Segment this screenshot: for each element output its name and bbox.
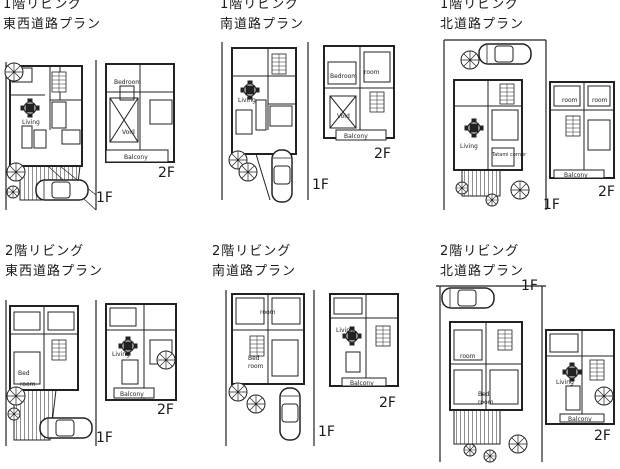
room-label: Balcony <box>564 172 588 179</box>
caption-line2: 東西道路プラン <box>5 264 104 279</box>
room-label: room <box>260 309 276 316</box>
room-label: Living <box>112 351 130 358</box>
room-label: Living <box>238 97 256 104</box>
floor-label-1f: 1F <box>96 430 113 446</box>
room-label: room <box>592 97 608 104</box>
room-label: Tatami corner <box>491 152 527 158</box>
room-label: Void <box>337 113 350 120</box>
caption-2f-eastwest: 2階リビング 東西道路プラン <box>5 242 103 282</box>
floor-label-2f: 2F <box>379 395 396 411</box>
plan-2f-north: room Bed room Living Balcony <box>436 285 615 463</box>
room-label: Balcony <box>568 416 592 423</box>
floor-label-2f: 2F <box>594 428 611 444</box>
room-label: Living <box>336 327 354 334</box>
floor-label-1f: 1F <box>543 197 560 213</box>
room-label: room <box>562 97 578 104</box>
floor-label-1f: 1F <box>96 190 113 206</box>
room-label: room <box>248 363 264 370</box>
caption-1f-south: 1階リビング 南道路プラン <box>220 0 304 35</box>
plan-1f-north: Living Tatami corner room room Balcony <box>443 39 615 210</box>
room-label: room <box>478 399 494 406</box>
caption-1f-north: 1階リビング 北道路プラン <box>440 0 524 35</box>
caption-1f-eastwest: 1階リビング 東西道路プラン <box>3 0 101 35</box>
room-label: Balcony <box>350 380 374 387</box>
room-label: Balcony <box>120 391 144 398</box>
room-label: room <box>20 381 36 388</box>
room-label: Living <box>460 143 478 150</box>
room-label: Balcony <box>124 154 148 161</box>
floor-label-2f: 2F <box>157 402 174 418</box>
room-label: Balcony <box>344 133 368 140</box>
room-label: room <box>460 353 476 360</box>
room-label: Living <box>556 379 574 386</box>
plan-2f-eastwest: Bed room Living Balcony <box>5 300 177 446</box>
caption-line1: 2階リビング <box>212 244 292 259</box>
floor-label-2f: 2F <box>374 146 391 162</box>
plan-2f-south: room Bed room Living Balcony <box>225 290 399 446</box>
floor-label-2f: 2F <box>158 165 175 181</box>
caption-line1: 2階リビング <box>440 244 520 259</box>
caption-2f-south: 2階リビング 南道路プラン <box>212 242 296 282</box>
room-label: Bed <box>18 370 30 377</box>
caption-line2: 北道路プラン <box>440 17 525 32</box>
room-label: Bedroom <box>330 73 357 80</box>
caption-line1: 1階リビング <box>440 0 520 12</box>
room-label: Bed <box>248 355 260 362</box>
caption-line2: 北道路プラン <box>440 264 525 279</box>
room-label: room <box>364 69 380 76</box>
caption-line2: 南道路プラン <box>212 264 297 279</box>
caption-line2: 東西道路プラン <box>3 17 102 32</box>
caption-line1: 1階リビング <box>220 0 300 12</box>
floor-label-2f: 2F <box>598 184 615 200</box>
plan-1f-eastwest: Living Bedroom Void Balcony <box>4 60 175 211</box>
floor-label-1f: 1F <box>312 177 329 193</box>
room-label: Bedroom <box>114 79 141 86</box>
room-label: Void <box>122 129 135 136</box>
caption-line1: 2階リビング <box>5 244 85 259</box>
floor-label-1f: 1F <box>318 424 335 440</box>
caption-line1: 1階リビング <box>3 0 83 12</box>
room-label: Bed <box>478 391 490 398</box>
room-label: Living <box>22 119 40 126</box>
plan-1f-south: Living Bedroom room Void Balcony <box>221 42 395 203</box>
caption-line2: 南道路プラン <box>220 17 305 32</box>
caption-2f-north: 2階リビング 北道路プラン <box>440 242 524 282</box>
